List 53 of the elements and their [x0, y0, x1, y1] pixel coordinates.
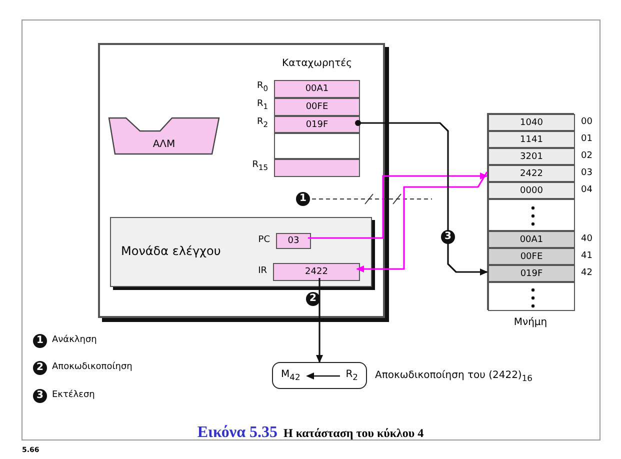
address-label: 04: [581, 186, 592, 194]
register-name: R$_{0}$: [256, 82, 268, 92]
address-label: 00: [581, 118, 592, 126]
address-label: 40: [581, 234, 592, 244]
register-operand: R$_{2}$: [346, 369, 358, 382]
memory-cell: 2422: [488, 165, 575, 182]
legend-text: Αποκωδικοποίηση: [52, 362, 132, 372]
step-number: 3: [441, 230, 455, 244]
arrow: [308, 172, 488, 239]
memory-cell: 1141: [488, 131, 575, 148]
memory-cell: 019F: [488, 265, 575, 282]
register-name: PC: [257, 236, 270, 245]
control-unit-label: Μονάδα ελέγχου: [121, 244, 221, 258]
register-cell: 03: [276, 233, 311, 249]
register-name: IR: [257, 267, 267, 276]
memory-cell: 0000: [488, 182, 575, 199]
arrow: [316, 278, 323, 363]
arrow: [355, 120, 488, 276]
step-number: 2: [33, 361, 47, 375]
address-label: 03: [581, 168, 592, 178]
control-unit-box: [110, 217, 372, 287]
register-file-title: Καταχωρητές: [281, 58, 353, 69]
legend-text: Εκτέλεση: [52, 390, 95, 400]
arrow: [356, 172, 488, 272]
memory-cell: 3201: [488, 148, 575, 165]
memory-label: Μνήμη: [512, 318, 548, 328]
register-name: R$_{15}$: [251, 161, 268, 172]
memory-operand: M$_{42}$: [281, 369, 300, 382]
figure-caption: Εικόνα 5.35 Η κατάσταση του κύκλου 4: [196, 424, 425, 442]
alu-trapezoid: [108, 117, 220, 155]
address-label: 42: [581, 268, 592, 278]
register-cell: 2422: [273, 263, 360, 281]
memory-cell: 00FE: [488, 248, 575, 265]
address-label: 02: [581, 152, 592, 160]
empty-cell: [488, 282, 575, 311]
legend-text: Ανάκληση: [52, 335, 97, 345]
register-name: R$_{1}$: [256, 100, 268, 110]
empty-cell: [488, 199, 575, 231]
register-cell: 00A1: [274, 80, 360, 98]
step-number: 3: [33, 389, 47, 403]
register-cell: 00FE: [274, 98, 360, 116]
step-number: 1: [33, 334, 47, 348]
register-cell: 019F: [274, 116, 360, 133]
description-text: Αποκωδικοποίηση του (2422)$_{16}$: [375, 370, 532, 382]
empty-cell: [274, 133, 360, 159]
alu-label: ΑΛΜ: [152, 139, 176, 150]
decode-box: [272, 362, 367, 389]
address-label: 41: [581, 252, 592, 260]
address-label: 01: [581, 134, 592, 144]
empty-cell: [274, 159, 360, 177]
memory-cell: 1040: [488, 114, 575, 131]
register-name: R$_{2}$: [256, 118, 268, 128]
memory-cell: 00A1: [488, 231, 575, 248]
